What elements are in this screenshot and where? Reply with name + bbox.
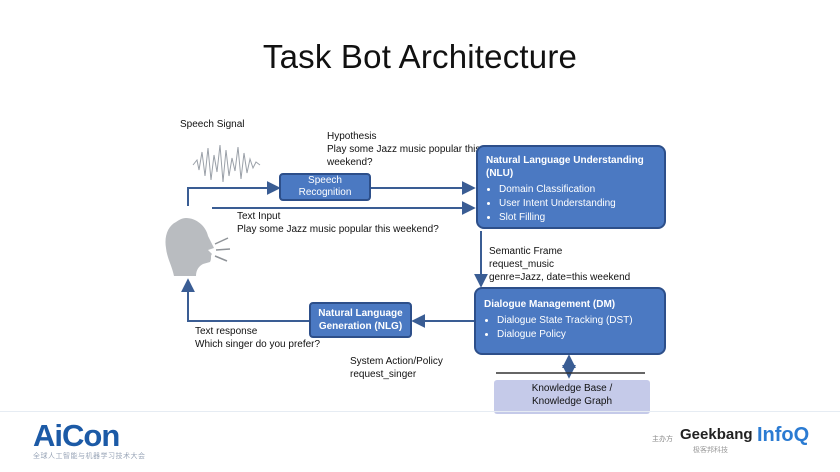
dm-item-dst: Dialogue State Tracking (DST) bbox=[497, 314, 656, 328]
nlu-item-domain-classification: Domain Classification bbox=[499, 183, 656, 197]
slide-title: Task Bot Architecture bbox=[262, 38, 578, 75]
nlu-items: Domain Classification User Intent Unders… bbox=[486, 183, 656, 225]
speech-signal-label: Speech Signal bbox=[180, 119, 245, 130]
hypothesis-line-2: weekend? bbox=[327, 157, 373, 168]
speech-recognition-line-2: Recognition bbox=[298, 187, 352, 198]
speaking-head-icon bbox=[165, 218, 231, 276]
system-action-label: System Action/Policy request_singer bbox=[350, 355, 443, 381]
kb-line-1: Knowledge Base / bbox=[531, 383, 613, 394]
kb-line-2: Knowledge Graph bbox=[531, 396, 613, 407]
nlu-title-line-1: Natural Language Understanding bbox=[486, 155, 644, 166]
geekbang-subtitle: 极客邦科技 bbox=[693, 447, 728, 454]
hypothesis-label: Hypothesis Play some Jazz music popular … bbox=[327, 130, 480, 169]
speech-recognition-line-1: Speech bbox=[308, 175, 342, 186]
nlg-line-2: Generation (NLG) bbox=[318, 321, 403, 332]
text-response-label: Text response Which singer do you prefer… bbox=[195, 325, 320, 351]
nlu-title-line-2: (NLU) bbox=[486, 168, 514, 179]
text-input-title: Text Input bbox=[237, 211, 281, 222]
nlu-item-slot-filling: Slot Filling bbox=[499, 211, 656, 225]
aicon-logo: AiCon bbox=[33, 418, 120, 453]
dm-title: Dialogue Management (DM) bbox=[484, 299, 616, 310]
dm-items: Dialogue State Tracking (DST) Dialogue P… bbox=[484, 314, 656, 342]
hypothesis-title: Hypothesis bbox=[327, 131, 377, 142]
footer-divider bbox=[0, 411, 840, 412]
system-action-title: System Action/Policy bbox=[350, 356, 443, 367]
text-input-label: Text Input Play some Jazz music popular … bbox=[237, 210, 439, 236]
text-input-body: Play some Jazz music popular this weeken… bbox=[237, 224, 439, 235]
infoq-logo: InfoQ bbox=[757, 424, 810, 446]
dm-item-policy: Dialogue Policy bbox=[497, 328, 656, 342]
geekbang-logo: Geekbang bbox=[680, 426, 753, 443]
knowledge-base-box: Knowledge Base / Knowledge Graph bbox=[494, 380, 650, 414]
semantic-frame-label: Semantic Frame request_music genre=Jazz,… bbox=[489, 245, 630, 284]
nlu-box: Natural Language Understanding (NLU) Dom… bbox=[476, 145, 666, 229]
semantic-frame-line-1: request_music bbox=[489, 259, 555, 270]
system-action-body: request_singer bbox=[350, 369, 417, 380]
semantic-frame-title: Semantic Frame bbox=[489, 246, 563, 257]
waveform-icon bbox=[192, 144, 261, 183]
speech-recognition-box: Speech Recognition bbox=[279, 173, 371, 201]
nlg-line-1: Natural Language bbox=[318, 308, 403, 319]
dm-box: Dialogue Management (DM) Dialogue State … bbox=[474, 287, 666, 355]
arrow-speech-to-asr bbox=[187, 181, 281, 206]
aicon-subtitle: 全球人工智能与机器学习技术大会 bbox=[33, 453, 146, 460]
nlg-box: Natural Language Generation (NLG) bbox=[309, 302, 412, 338]
hypothesis-line-1: Play some Jazz music popular this bbox=[327, 144, 481, 155]
text-response-body: Which singer do you prefer? bbox=[195, 339, 321, 350]
semantic-frame-line-2: genre=Jazz, date=this weekend bbox=[489, 272, 631, 283]
organizer-label: 主办方 bbox=[652, 436, 673, 443]
nlu-item-user-intent: User Intent Understanding bbox=[499, 197, 656, 211]
arrow-nlg-to-speaker bbox=[181, 278, 309, 322]
text-response-title: Text response bbox=[195, 326, 258, 337]
